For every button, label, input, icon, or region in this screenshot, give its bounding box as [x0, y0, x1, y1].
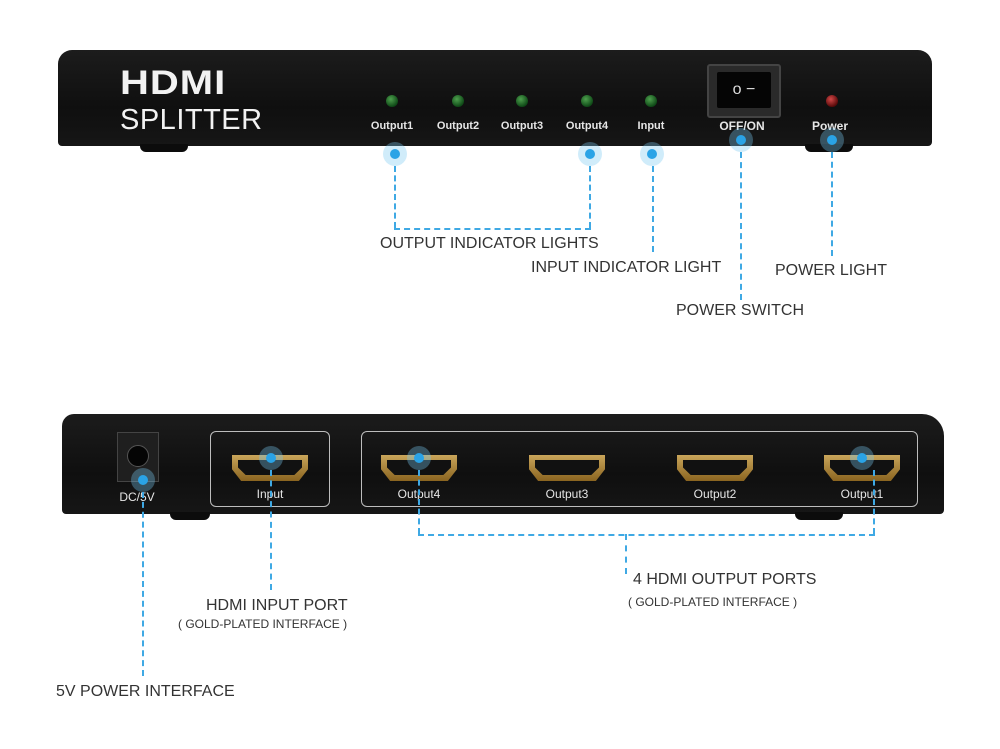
caption-output-ports: 4 HDMI OUTPUT PORTS	[633, 571, 817, 588]
splitter-front-panel	[58, 50, 932, 146]
leader-outputs-join	[394, 228, 591, 230]
callout-dot-input	[640, 142, 664, 166]
led-output4	[581, 95, 593, 107]
caption-power-interface: 5V POWER INTERFACE	[56, 683, 235, 700]
hdmi-output3-port[interactable]	[529, 455, 605, 481]
led-output3	[516, 95, 528, 107]
output-ports-frame	[361, 431, 918, 507]
leader-hdmi-input	[270, 470, 272, 590]
callout-dot-power	[820, 128, 844, 152]
leader-switch	[740, 152, 742, 300]
label-output1: Output1	[370, 120, 414, 132]
leader-output1	[394, 166, 396, 228]
led-output2	[452, 95, 464, 107]
label-input: Input	[637, 120, 665, 132]
caption-hdmi-input-port: HDMI INPUT PORT	[206, 597, 348, 614]
led-input	[645, 95, 657, 107]
label-output3: Output3	[500, 120, 544, 132]
logo-splitter: SPLITTER	[120, 104, 263, 136]
caption-power-switch: POWER SWITCH	[676, 302, 804, 319]
label-off-on: OFF/ON	[719, 119, 765, 133]
back-foot-right	[795, 512, 843, 520]
front-foot-right	[805, 144, 853, 152]
splitter-back-panel	[62, 414, 944, 514]
label-back-output3: Output3	[545, 487, 589, 501]
front-foot-left	[140, 144, 188, 152]
led-power	[826, 95, 838, 107]
callout-dot-output4-port	[407, 446, 431, 470]
label-back-output1: Output1	[840, 487, 884, 501]
power-switch[interactable]: o −	[707, 64, 781, 118]
leader-output4-port	[418, 470, 420, 534]
label-back-output2: Output2	[693, 487, 737, 501]
callout-dot-output1-port	[850, 446, 874, 470]
caption-power-light: POWER LIGHT	[775, 262, 888, 279]
callout-dot-output1	[383, 142, 407, 166]
caption-output-lights: OUTPUT INDICATOR LIGHTS	[380, 235, 599, 252]
leader-input	[652, 166, 654, 252]
caption-output-ports-sub: ( GOLD-PLATED INTERFACE )	[628, 595, 798, 609]
callout-dot-switch	[729, 128, 753, 152]
leader-output-ports-drop	[625, 534, 627, 574]
label-output2: Output2	[436, 120, 480, 132]
callout-dot-hdmi-input	[259, 446, 283, 470]
caption-input-light: INPUT INDICATOR LIGHT	[531, 259, 722, 276]
logo-hdmi: HDMI	[120, 64, 227, 102]
label-power: Power	[811, 119, 848, 133]
leader-power	[831, 152, 833, 256]
label-back-input: Input	[256, 487, 284, 501]
switch-rocker: o −	[717, 72, 771, 108]
hdmi-output2-port[interactable]	[677, 455, 753, 481]
callout-dot-dc	[131, 468, 155, 492]
leader-output1-port	[873, 470, 875, 534]
leader-output4	[589, 166, 591, 228]
callout-dot-output4	[578, 142, 602, 166]
led-output1	[386, 95, 398, 107]
caption-hdmi-input-sub: ( GOLD-PLATED INTERFACE )	[178, 617, 348, 631]
label-output4: Output4	[565, 120, 609, 132]
label-dc5v: DC/5V	[119, 490, 155, 504]
leader-dc	[142, 492, 144, 676]
leader-output-ports-join	[418, 534, 875, 536]
back-foot-left	[170, 512, 210, 520]
